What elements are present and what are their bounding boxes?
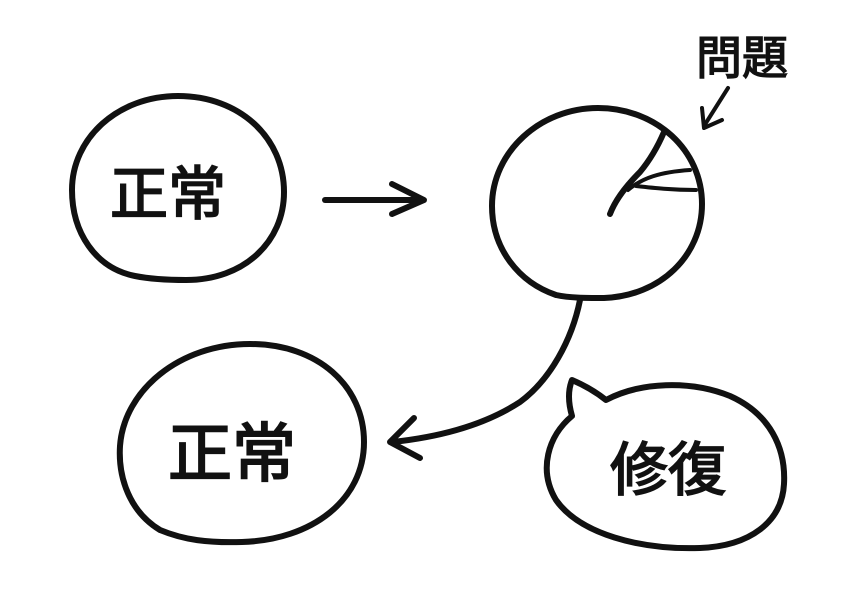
problem-label: 問題 [696,31,788,85]
crack-line-3 [634,184,698,192]
repair-label: 修復 [610,436,727,504]
node-normal-top: 正常 [69,93,287,283]
node-repair-bubble: 修復 [543,377,788,552]
crack-line-1 [607,129,667,217]
node-problem-label: 問題 [696,31,788,130]
normal-top-label: 正常 [110,160,226,228]
node-damaged-circle [489,105,705,301]
arrow-head-right [389,181,427,217]
curved-arrow-head [387,415,423,461]
curved-arrow-shaft [389,297,583,445]
node-normal-bottom: 正常 [116,341,367,546]
normal-top-circle [69,93,287,283]
normal-bottom-label: 正常 [168,418,296,492]
repair-bubble-outline [543,377,788,552]
edge-damaged-to-normal [387,297,583,461]
damaged-circle-outline [489,105,705,301]
crack-line-2 [626,168,692,192]
normal-bottom-circle [116,341,367,546]
edge-normal-to-damaged [322,181,427,217]
problem-pointer-head [700,106,724,130]
problem-pointer-shaft [702,86,730,128]
